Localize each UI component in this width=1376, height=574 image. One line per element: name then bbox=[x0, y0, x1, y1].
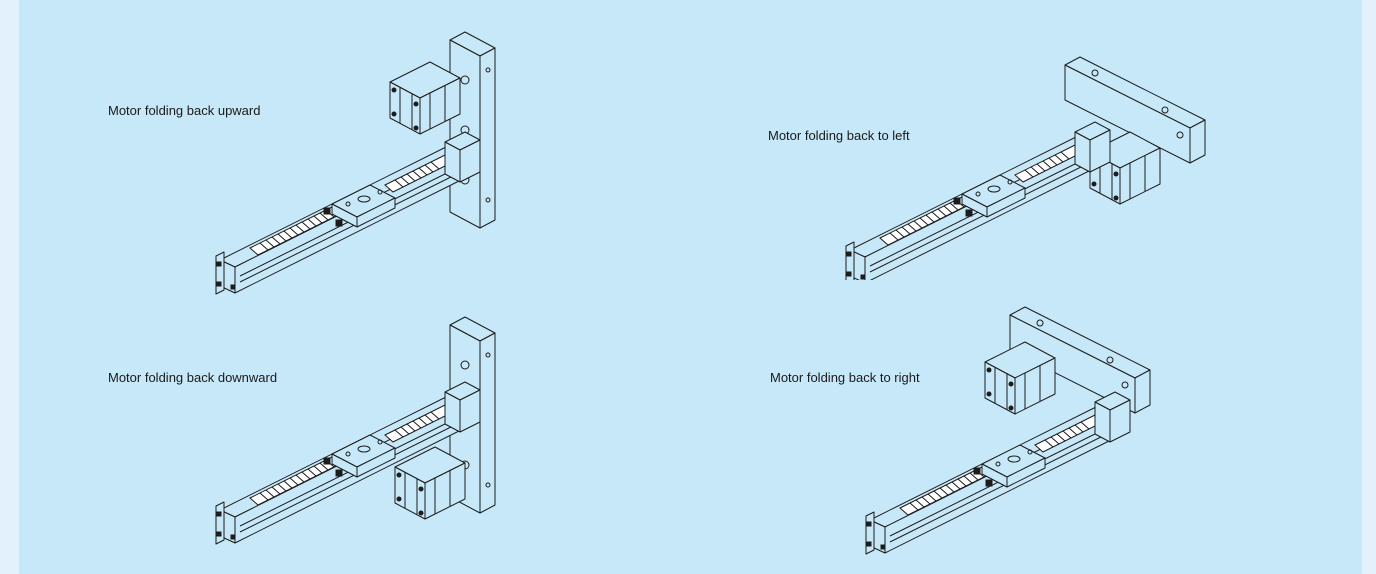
actuator-motor-downward bbox=[215, 316, 496, 545]
caption-left: Motor folding back to left bbox=[768, 128, 910, 143]
actuator-motor-upward bbox=[215, 31, 496, 295]
caption-right: Motor folding back to right bbox=[770, 370, 920, 385]
actuator-motor-left bbox=[845, 56, 1206, 280]
actuator-motor-right bbox=[865, 306, 1151, 555]
caption-downward: Motor folding back downward bbox=[108, 370, 278, 385]
caption-upward: Motor folding back upward bbox=[108, 103, 261, 118]
